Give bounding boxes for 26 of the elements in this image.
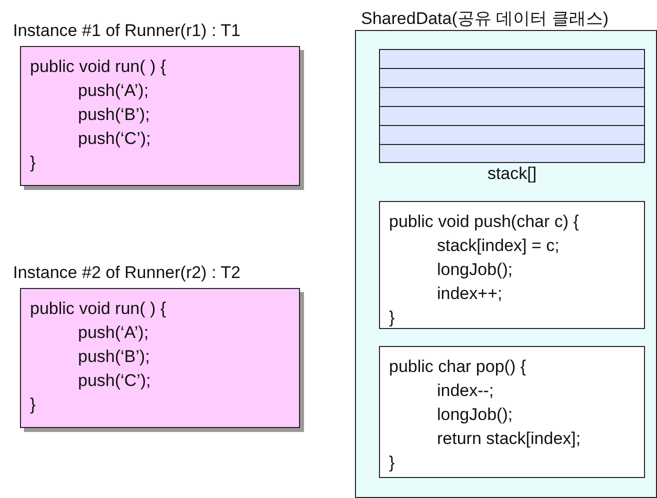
panel-heading: SharedData(공유 데이터 클래스): [361, 8, 608, 30]
code-line: longJob();: [437, 405, 513, 424]
method-box: [379, 201, 645, 329]
code-line: index++;: [437, 284, 502, 303]
method-box: [379, 346, 645, 478]
code-line: index--;: [437, 381, 494, 400]
code-line: }: [389, 308, 395, 327]
box-heading: Instance #2 of Runner(r2) : T2: [13, 263, 240, 283]
code-line: public void run( ) {: [30, 299, 166, 318]
code-line: public void push(char c) {: [389, 212, 579, 231]
array-caption: stack[]: [486, 164, 538, 184]
code-line: push(‘A’);: [78, 323, 149, 342]
code-line: public char pop() {: [389, 357, 526, 376]
code-line: push(‘C’);: [78, 371, 151, 390]
code-line: }: [30, 395, 36, 414]
code-line: }: [30, 153, 36, 172]
code-line: longJob();: [437, 260, 513, 279]
code-line: public void run( ) {: [30, 57, 166, 76]
code-line: return stack[index];: [437, 429, 581, 448]
code-line: stack[index] = c;: [437, 236, 560, 255]
code-line: push(‘A’);: [78, 81, 149, 100]
code-line: }: [389, 453, 395, 472]
box-heading: Instance #1 of Runner(r1) : T1: [13, 21, 240, 41]
code-line: push(‘C’);: [78, 129, 151, 148]
code-line: push(‘B’);: [78, 347, 150, 366]
code-line: push(‘B’);: [78, 105, 150, 124]
